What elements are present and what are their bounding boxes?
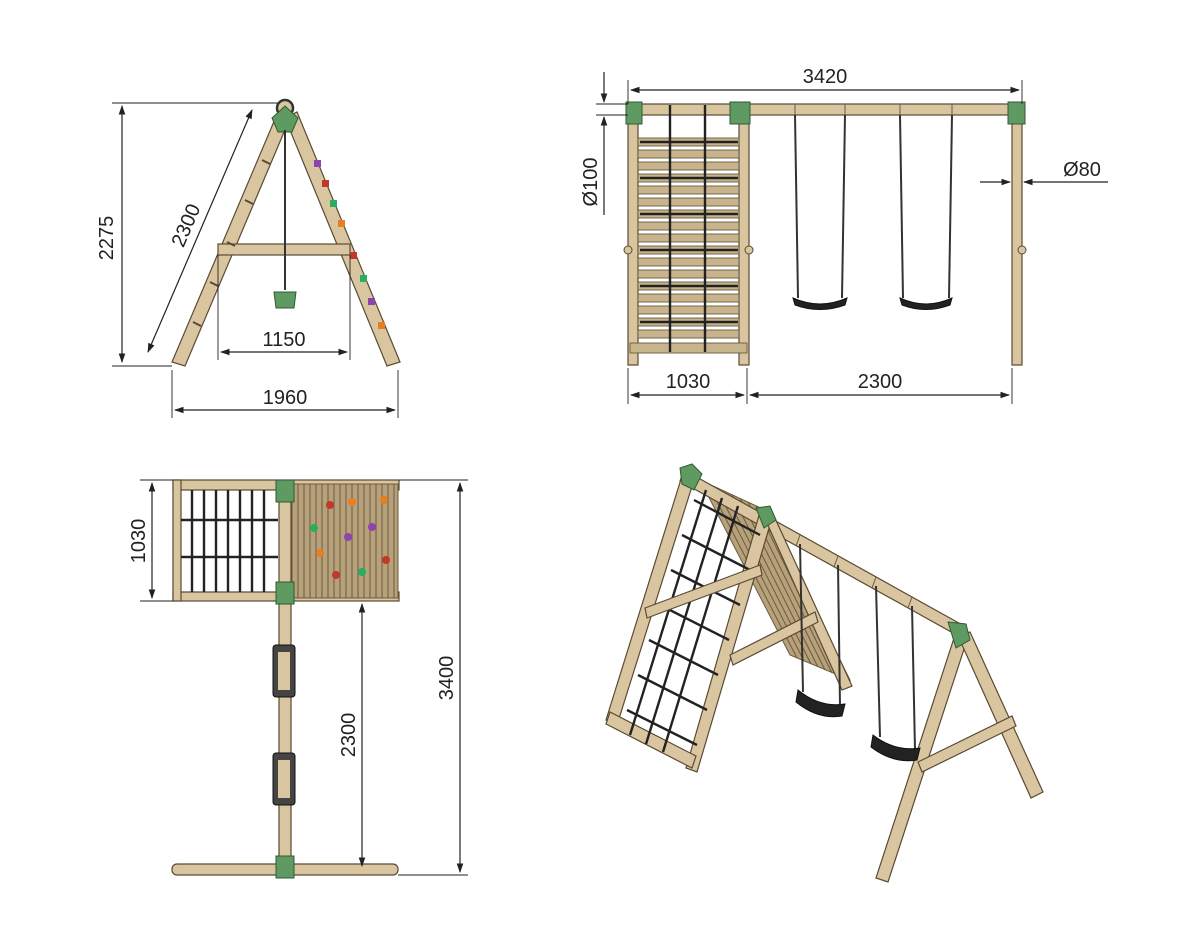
front-view-climber-planks <box>629 137 748 354</box>
iso-bracket-middle <box>755 505 777 529</box>
front-view: 3420 Ø100 Ø80 1030 2300 <box>580 66 1108 404</box>
dim-side-base-width: 1960 <box>263 387 308 409</box>
dim-top-total-length: 3400 <box>436 656 458 701</box>
dim-front-swing-span: 2300 <box>858 371 903 393</box>
top-view-climbing-holds <box>310 496 390 579</box>
iso-crossbar-middle <box>729 611 819 666</box>
dim-side-height: 2275 <box>96 216 118 261</box>
iso-crossbar-left <box>644 564 763 619</box>
iso-beam-joints <box>795 534 913 609</box>
dim-side-inner-span: 1150 <box>262 329 305 351</box>
iso-end-crossbar <box>917 715 1017 773</box>
side-view-climbing-holds <box>314 160 385 329</box>
dim-front-post-diameter: Ø80 <box>1063 159 1101 181</box>
front-view-end-post <box>1011 114 1023 366</box>
dim-front-total-length: 3420 <box>803 66 848 88</box>
dim-top-climber-depth: 1030 <box>128 519 150 564</box>
front-view-swing-1 <box>792 114 848 310</box>
iso-bracket-left <box>679 463 703 491</box>
front-view-rope-net <box>640 105 738 352</box>
front-view-beam-joints <box>794 104 953 115</box>
iso-rope-net <box>626 489 761 753</box>
dim-top-swing-span: 2300 <box>338 713 360 758</box>
front-view-bracket-right <box>1007 101 1026 125</box>
iso-swing-2 <box>870 585 921 762</box>
front-view-swing-2 <box>899 114 953 310</box>
dim-front-climber-width: 1030 <box>666 371 711 393</box>
iso-bracket-right <box>947 621 971 649</box>
dim-line-side-leg <box>147 109 253 353</box>
iso-end-leg-front <box>875 634 968 883</box>
dim-side-leg-length: 2300 <box>168 201 206 251</box>
side-view-top-bracket <box>271 105 299 133</box>
front-view-climber-post-right <box>738 114 750 366</box>
top-view-bracket-top <box>275 479 295 503</box>
iso-swing-1 <box>795 543 846 718</box>
iso-end-leg-back <box>957 631 1044 799</box>
front-view-climber-post-left <box>627 114 639 366</box>
isometric-view <box>605 463 1044 883</box>
top-view-bracket-middle <box>275 581 295 605</box>
side-view-swing-seat <box>273 291 297 309</box>
iso-net-frame-bottom <box>605 711 697 769</box>
front-view-bracket-middle <box>729 101 751 125</box>
top-view-bracket-end <box>275 855 295 879</box>
front-view-bracket-left <box>625 101 643 125</box>
top-view: 1030 2300 3400 <box>128 479 468 879</box>
front-view-top-beam <box>629 103 1023 116</box>
top-view-frame-left <box>172 479 182 602</box>
side-view: 2275 2300 1150 1960 <box>96 98 401 418</box>
top-view-rope-net <box>181 490 278 592</box>
dim-front-beam-diameter: Ø100 <box>580 158 602 207</box>
top-view-wall-planks <box>291 483 399 599</box>
